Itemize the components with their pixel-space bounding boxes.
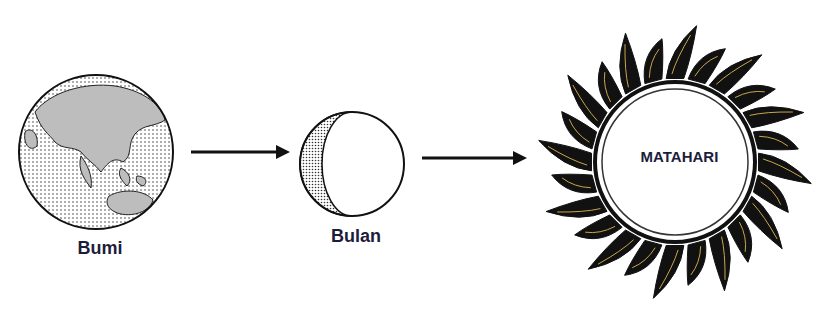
ray-highlight (695, 56, 718, 76)
node-title: MATAHARI (533, 148, 826, 165)
globe-outline (19, 75, 173, 229)
sun-ray (687, 240, 706, 285)
continent-shape (136, 176, 146, 186)
sun-ray (753, 131, 798, 150)
ray-highlight (735, 91, 765, 97)
ray-highlight (759, 136, 788, 146)
ray-highlight (691, 246, 701, 275)
sun-ray (728, 215, 752, 262)
ray-highlight (573, 85, 598, 121)
arrow-shaft (191, 151, 276, 154)
sun-ray (620, 33, 641, 94)
ray-highlight (569, 119, 589, 142)
arrow-head (276, 145, 290, 159)
continent-shape (80, 156, 91, 188)
continent-shape (119, 168, 129, 186)
sun-ray (743, 107, 804, 128)
moon-shadow (300, 112, 352, 216)
sun-node: MATAHARI (533, 12, 826, 312)
ray-highlight (548, 146, 587, 165)
ray-highlight (598, 240, 634, 265)
arrow-connector (191, 145, 290, 159)
ray-highlight (562, 178, 591, 188)
ray-highlight (739, 222, 745, 252)
ray-highlight (625, 44, 628, 87)
sun-ray (709, 230, 730, 291)
ray-highlight (763, 159, 802, 178)
continent-shape (35, 85, 165, 172)
ray-highlight (722, 237, 725, 280)
globe-ocean (19, 75, 173, 229)
globe-ground (19, 75, 173, 229)
ray-highlight (632, 248, 655, 268)
sun-ray (728, 85, 775, 109)
arrow-shaft (422, 157, 513, 160)
arrow-head (513, 151, 527, 165)
sun-ray (546, 196, 607, 217)
ray-highlight (557, 209, 600, 212)
sun-ray (644, 39, 663, 84)
sun-ray (575, 215, 622, 239)
ray-highlight (585, 226, 615, 232)
node-label: Bumi (15, 238, 185, 259)
ray-highlight (604, 72, 610, 102)
continent-shape (25, 130, 38, 148)
ray-highlight (753, 203, 778, 239)
node-illustration (15, 72, 177, 232)
ray-highlight (716, 60, 752, 85)
arrow-connector (422, 151, 527, 165)
sun-ray (598, 62, 622, 109)
ray-highlight (672, 35, 691, 74)
moon-outline (300, 112, 404, 216)
sun-ray (552, 174, 597, 193)
ray-highlight (659, 250, 678, 289)
ray-highlight (761, 182, 781, 205)
moon-lit-side (300, 112, 404, 216)
ray-highlight (649, 49, 659, 78)
earth-node: Bumi (15, 72, 185, 263)
node-label: Bulan (296, 226, 416, 247)
node-illustration (296, 108, 408, 220)
moon-node: Bulan (296, 108, 416, 251)
ray-highlight (750, 112, 793, 115)
